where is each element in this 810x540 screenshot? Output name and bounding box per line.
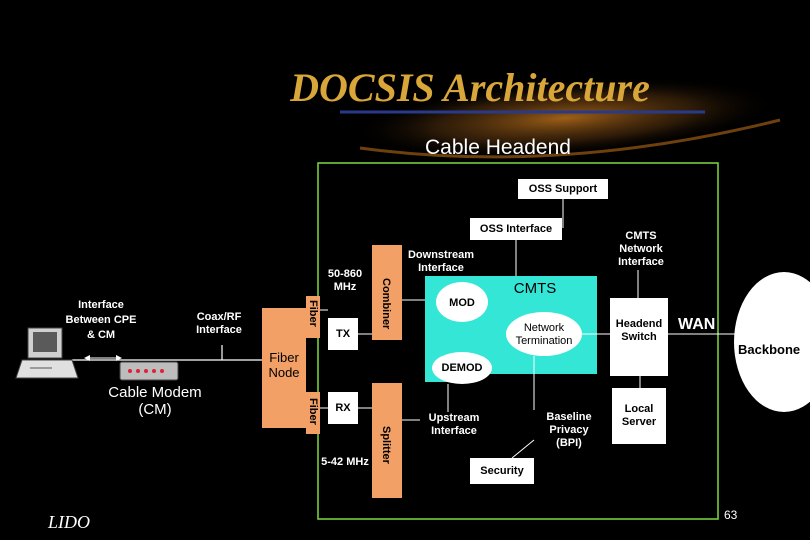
oss-support-label: OSS Support [528, 183, 598, 195]
local-server-box[interactable] [612, 388, 666, 444]
local-server-label: Local Server [621, 403, 657, 428]
page-title: DOCSIS Architecture [290, 65, 650, 110]
splitter-block[interactable] [372, 383, 402, 498]
baseline-privacy-label: Baseline Privacy (BPI) [546, 411, 592, 449]
rx-box[interactable] [328, 392, 358, 424]
security-label: Security [480, 465, 524, 477]
fiber-tab-top [306, 296, 320, 338]
cmts-label: CMTS [513, 280, 557, 297]
tx-box[interactable] [328, 318, 358, 350]
wan-label: WAN [678, 316, 716, 333]
fiber-tab-bottom [306, 392, 320, 434]
backbone-cloud[interactable] [734, 272, 810, 412]
downstream-frequency-label: 50-860 MHz [327, 268, 363, 293]
headend-switch-box[interactable] [610, 298, 668, 376]
backbone-label: Backbone [738, 342, 801, 357]
fiber-node-block[interactable] [262, 308, 306, 428]
cable-modem-icon [119, 361, 179, 381]
upstream-frequency-label: 5-42 MHz [321, 456, 369, 468]
downstream-interface-label: Downstream Interface [407, 249, 475, 274]
network-termination-ellipse[interactable] [506, 312, 582, 356]
combiner-label: Combiner [380, 278, 392, 330]
splitter-label: Splitter [380, 426, 392, 464]
fiber-bottom-label: Fiber [307, 398, 319, 425]
demod-ellipse[interactable] [432, 352, 492, 384]
security-box[interactable] [470, 458, 534, 484]
cmts-network-interface-label: CMTS Network Interface [618, 230, 664, 268]
headend-boundary [317, 162, 719, 520]
network-termination-label: Network Termination [515, 322, 573, 347]
fiber-node-label: Fiber Node [268, 350, 300, 380]
combiner-block[interactable] [372, 245, 402, 340]
computer-icon [15, 327, 79, 379]
section-subtitle: Cable Headend [425, 136, 571, 159]
headend-switch-label: Headend Switch [615, 318, 663, 343]
demod-label: DEMOD [441, 362, 483, 374]
footer-logo-text: LIDO [48, 512, 91, 532]
fiber-top-label: Fiber [307, 300, 319, 327]
cpe-cm-interface-label: Interface Between CPE & CM [65, 299, 137, 341]
oss-interface-label: OSS Interface [479, 223, 553, 235]
mod-ellipse[interactable] [436, 282, 488, 322]
oss-support-box[interactable] [518, 179, 608, 199]
page-number: 63 [724, 508, 738, 522]
title-swoosh [350, 77, 780, 159]
rx-label: RX [335, 402, 351, 414]
coax-rf-interface-label: Coax/RF Interface [196, 311, 242, 336]
oss-interface-box[interactable] [470, 218, 562, 240]
tx-label: TX [335, 328, 351, 340]
cable-modem-label: Cable Modem (CM) [108, 384, 202, 418]
swoosh-arc [359, 118, 781, 159]
upstream-interface-label: Upstream Interface [428, 412, 480, 437]
mod-label: MOD [449, 297, 475, 309]
